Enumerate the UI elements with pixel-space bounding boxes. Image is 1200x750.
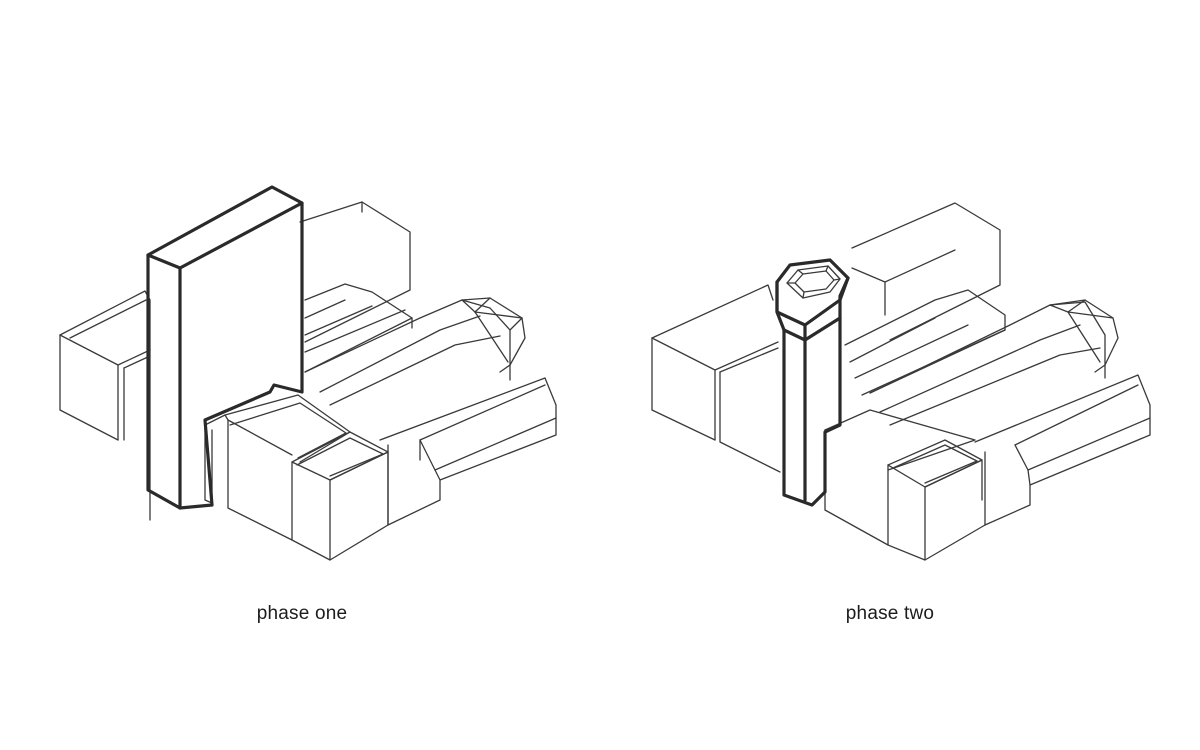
phase-one-caption: phase one — [202, 603, 402, 625]
phase-one-front-blocks — [205, 395, 388, 560]
phase-two-back-bar — [852, 203, 1000, 340]
phase-two-pavilion — [1050, 300, 1118, 372]
phase-one-pavilion — [462, 298, 525, 372]
phase-one-stepped-roofs — [305, 284, 510, 405]
phase-one-proposed-slab — [148, 187, 302, 508]
phase-one-sketch — [60, 187, 556, 560]
phase-one-back-bar — [300, 202, 410, 342]
phase-two-sketch — [652, 203, 1150, 560]
phase-two-front-blocks — [825, 410, 985, 560]
phase-two-caption: phase two — [790, 603, 990, 625]
phase-two-proposed-tower — [777, 260, 848, 505]
phase-two-right-block — [975, 375, 1150, 525]
phase-one-left-block — [60, 291, 150, 520]
phase-one-right-block — [380, 378, 556, 525]
phase-two-left-block — [652, 285, 780, 472]
